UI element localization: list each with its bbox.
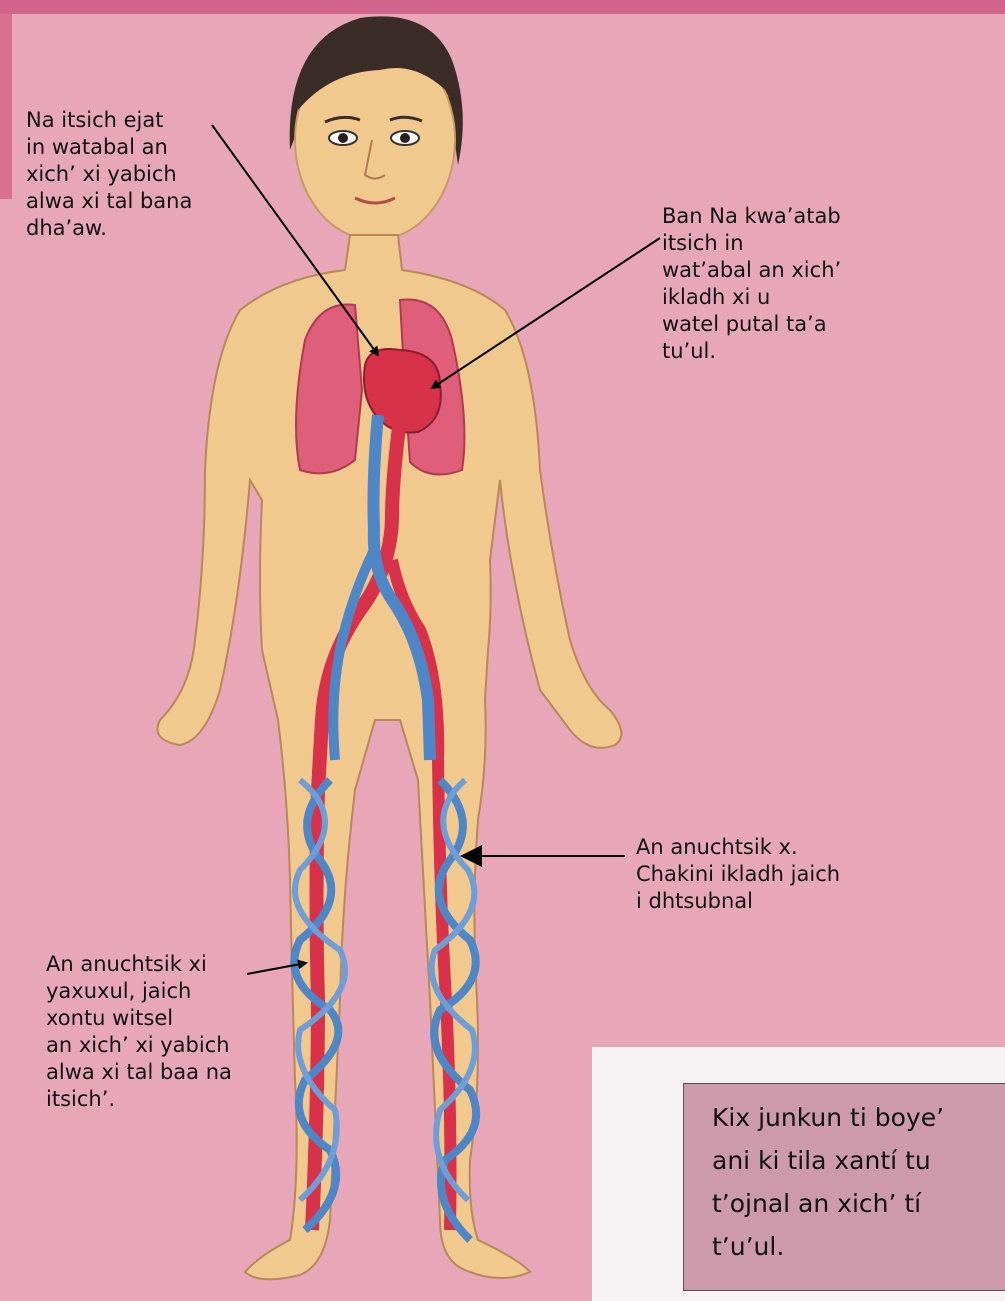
caption-text: Kix junkun ti boye’ ani ki tila xantí tu… (712, 1096, 1005, 1268)
caption-box: Kix junkun ti boye’ ani ki tila xantí tu… (683, 1083, 1005, 1291)
heart-pump-label: Ban Na kwa’atab itsich in wat’abal an xi… (662, 203, 841, 365)
veins-label: An anuchtsik xi yaxuxul, jaich xontu wit… (46, 951, 232, 1113)
heart-to-body-label: Na itsich ejat in watabal an xich’ xi ya… (26, 107, 192, 242)
arteries-label: An anuchtsik x. Chakini ikladh jaich i d… (636, 834, 840, 915)
